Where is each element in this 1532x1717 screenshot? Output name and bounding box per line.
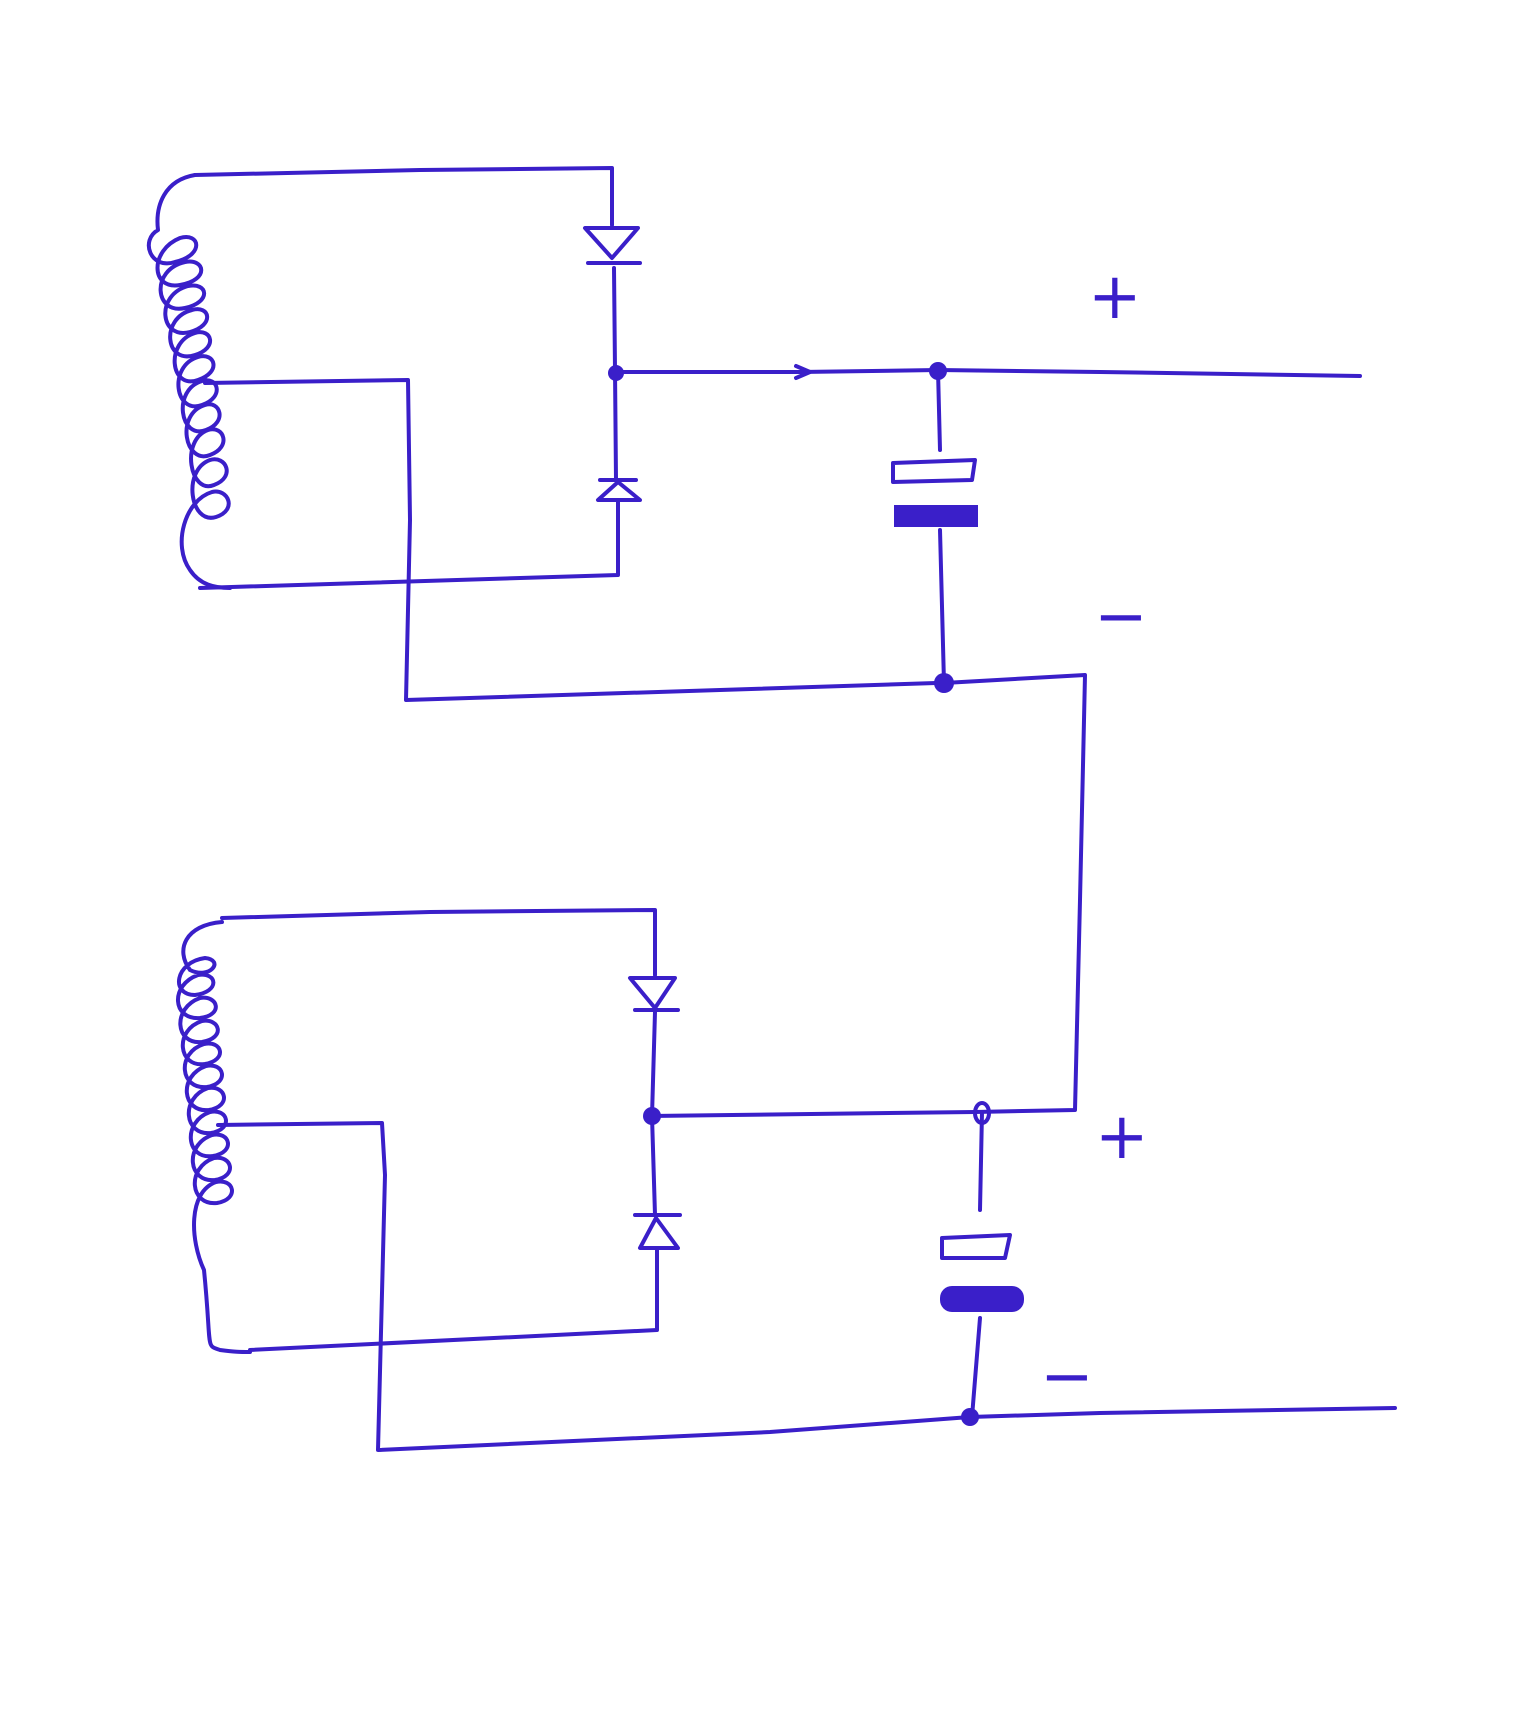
top-plus-label: + — [1088, 260, 1142, 334]
top-stage — [146, 166, 1362, 1118]
bottom-junction-dot — [643, 1107, 661, 1125]
bottom-positive-node-dot — [973, 1101, 991, 1125]
bottom-transformer-coil — [176, 920, 252, 1354]
top-positive-node-dot — [929, 362, 947, 380]
bottom-stage — [176, 908, 1397, 1452]
top-minus-label: − — [1094, 580, 1148, 654]
top-junction-dot — [608, 365, 624, 381]
bottom-capacitor-negative-plate — [940, 1286, 1024, 1312]
bottom-coil-center-tap — [216, 1121, 972, 1452]
bottom-upper-diode-icon — [628, 976, 680, 1012]
top-coil-top-lead — [193, 166, 614, 227]
bottom-minus-label: − — [1040, 1340, 1094, 1414]
top-rail-arrow — [794, 364, 812, 380]
bottom-negative-node-dot — [961, 1408, 979, 1426]
bottom-negative-rail — [968, 1406, 1397, 1419]
bottom-plus-label: + — [1095, 1100, 1149, 1174]
top-capacitor-negative-plate — [894, 505, 978, 527]
bottom-lower-diode-icon — [633, 1213, 682, 1250]
top-coil-center-tap — [203, 378, 938, 702]
top-negative-node-dot — [934, 673, 954, 693]
top-transformer-coil — [146, 173, 232, 590]
top-capacitor-icon — [891, 368, 977, 685]
top-lower-diode-icon — [596, 478, 642, 502]
inter-stage-link — [648, 673, 1087, 1118]
bottom-capacitor-icon — [940, 1110, 1012, 1419]
bottom-coil-top-lead — [220, 908, 657, 977]
top-positive-rail — [614, 368, 1362, 378]
bottom-lower-diode-lead — [248, 1248, 659, 1352]
top-lower-diode-lead — [198, 498, 620, 590]
top-upper-diode-icon — [583, 226, 642, 265]
